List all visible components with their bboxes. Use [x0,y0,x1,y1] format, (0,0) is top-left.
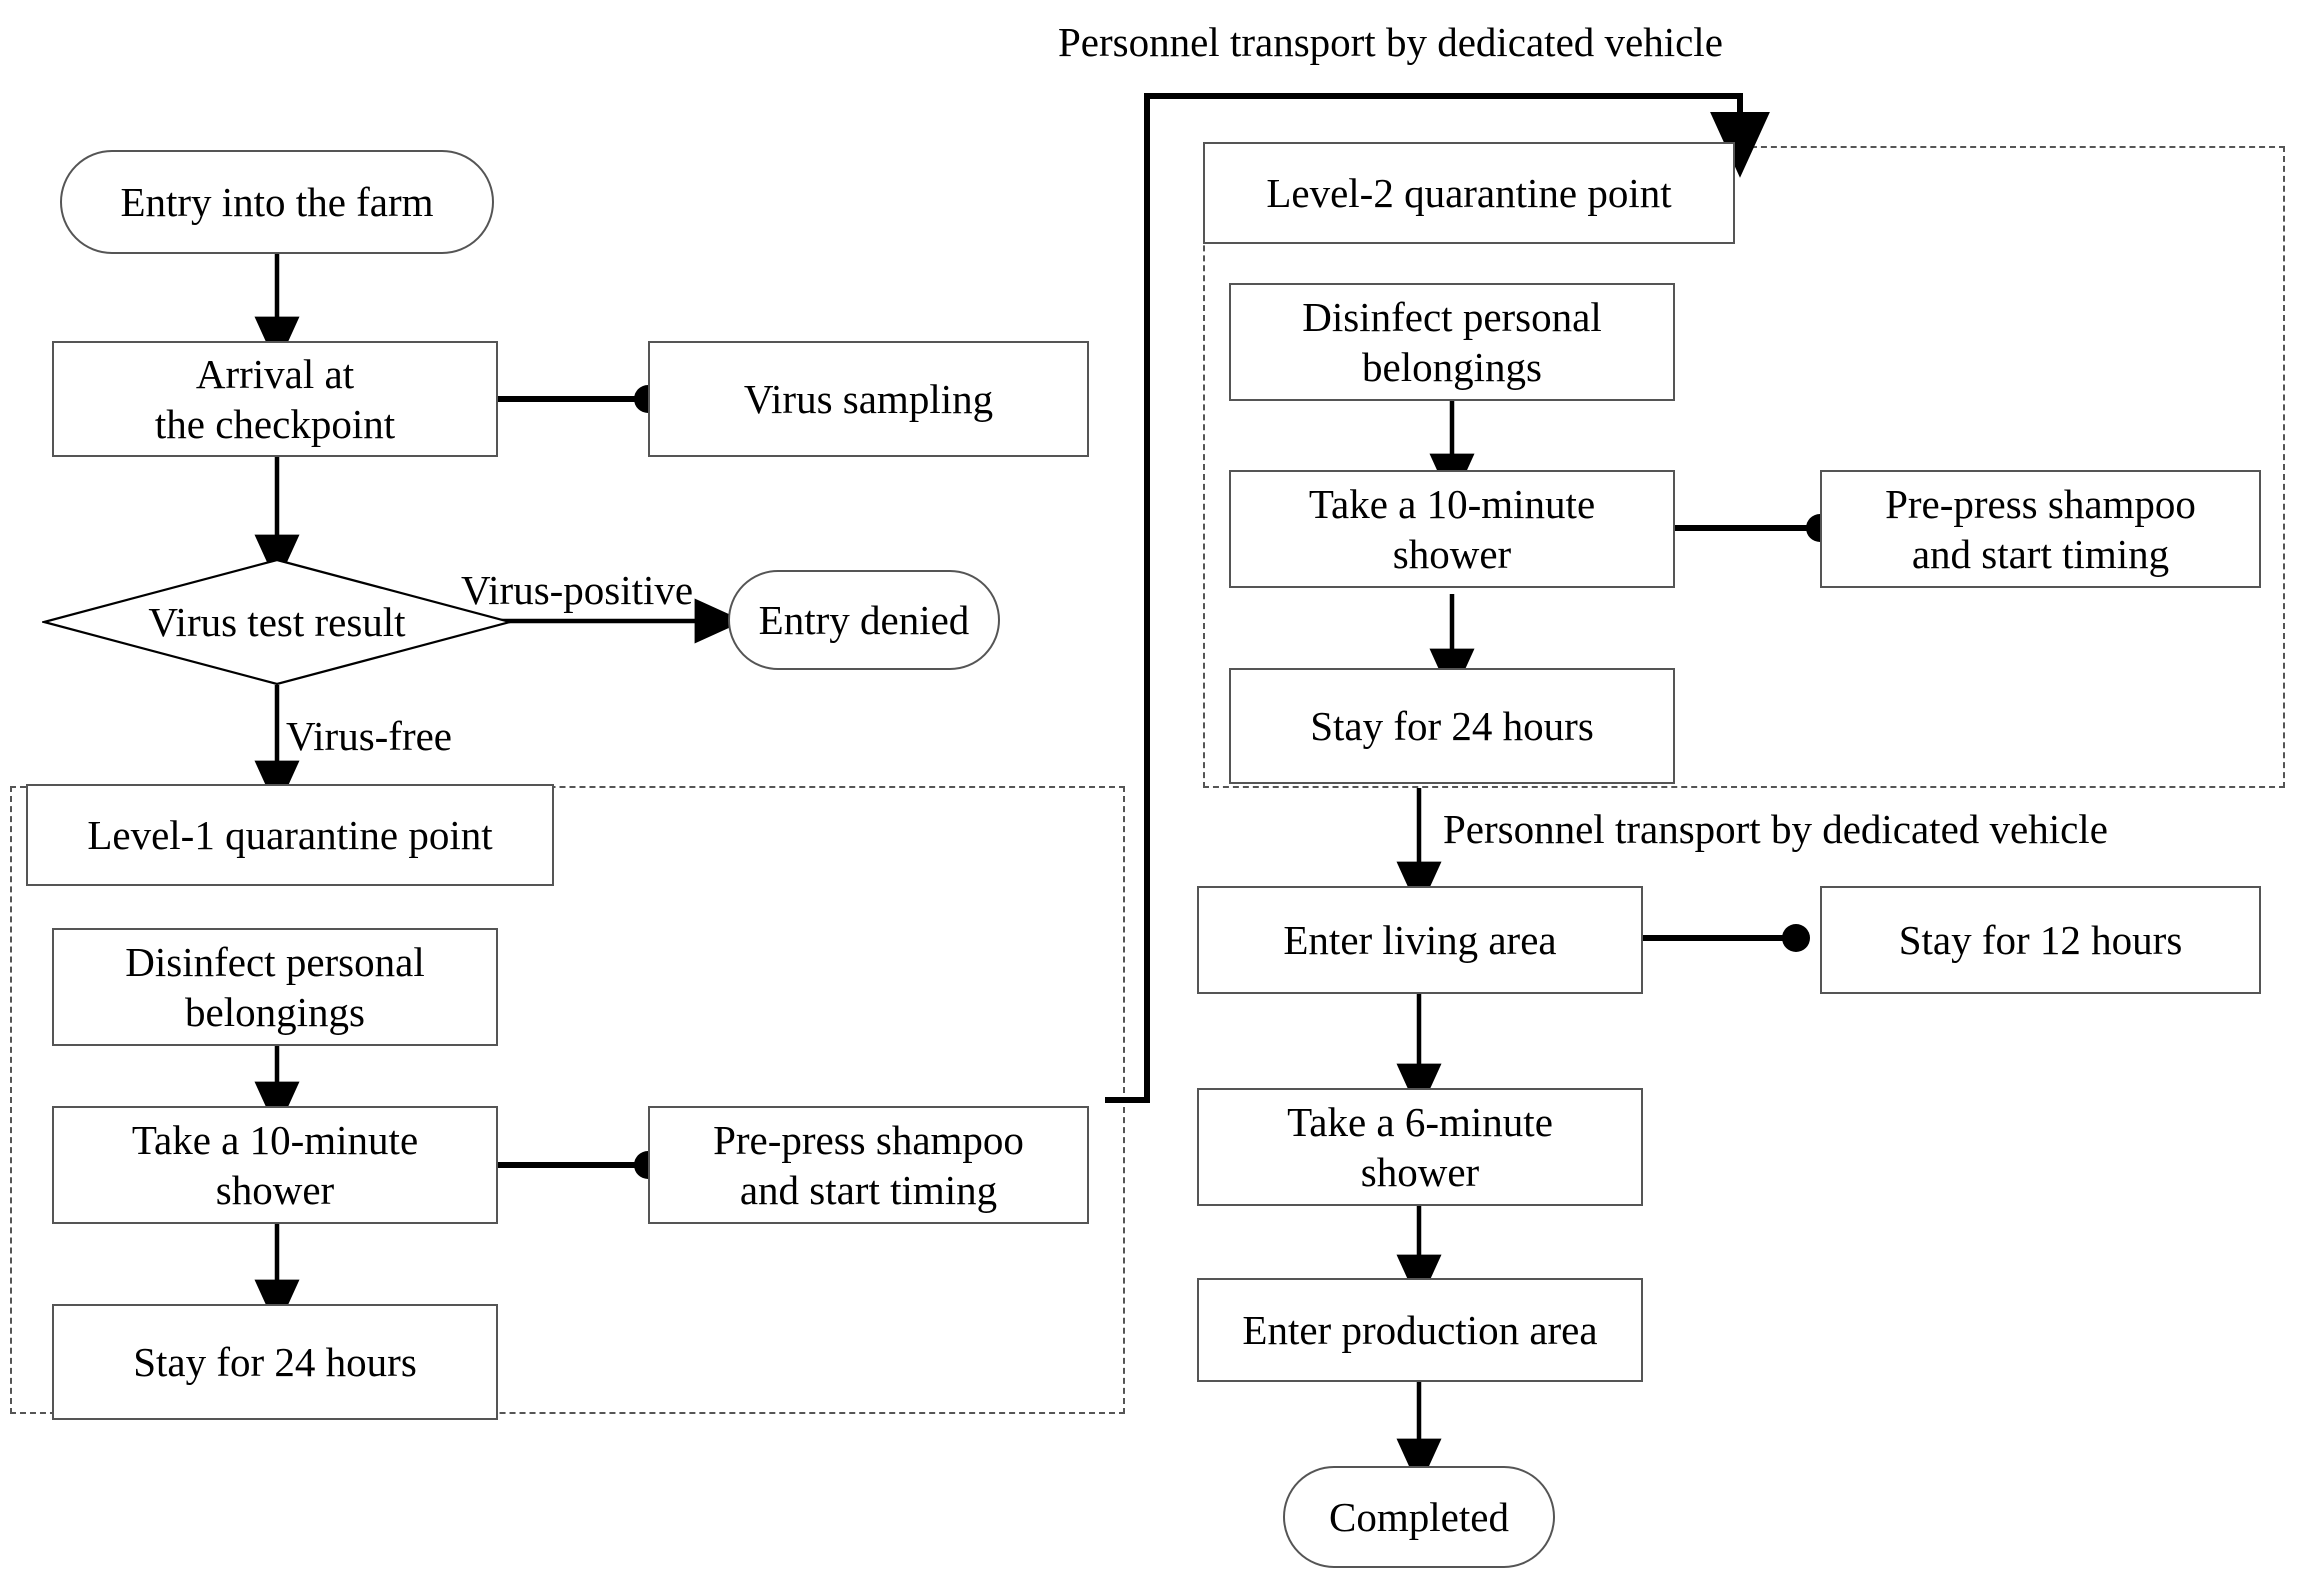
edge-label-virus-positive: Virus-positive [461,567,694,613]
level-1-quarantine-point-header[interactable]: Level-1 quarantine point [26,784,554,886]
node-l1-pre-press-shampoo[interactable]: Pre-press shampoo and start timing [648,1106,1089,1224]
ball-connector-stay12 [1782,924,1810,952]
level-2-quarantine-point-header[interactable]: Level-2 quarantine point [1203,142,1735,244]
node-arrival-at-the-checkpoint[interactable]: Arrival at the checkpoint [52,341,498,457]
node-enter-production-area[interactable]: Enter production area [1197,1278,1643,1382]
node-virus-test-result[interactable]: Virus test result [42,558,512,686]
node-l2-take-10-minute-shower[interactable]: Take a 10-minute shower [1229,470,1675,588]
node-l1-disinfect-personal-belongings[interactable]: Disinfect personal belongings [52,928,498,1046]
node-take-6-minute-shower[interactable]: Take a 6-minute shower [1197,1088,1643,1206]
node-l2-pre-press-shampoo[interactable]: Pre-press shampoo and start timing [1820,470,2261,588]
node-virus-test-result-label: Virus test result [148,599,406,645]
node-entry-into-the-farm[interactable]: Entry into the farm [60,150,494,254]
edge-label-transport-mid: Personnel transport by dedicated vehicle [1443,806,2108,852]
node-virus-sampling[interactable]: Virus sampling [648,341,1089,457]
node-l2-stay-for-24-hours[interactable]: Stay for 24 hours [1229,668,1675,784]
diamond-shape [42,558,512,686]
node-completed[interactable]: Completed [1283,1466,1555,1568]
edge-label-transport-top: Personnel transport by dedicated vehicle [1058,19,1723,65]
node-stay-for-12-hours[interactable]: Stay for 12 hours [1820,886,2261,994]
node-l2-disinfect-personal-belongings[interactable]: Disinfect personal belongings [1229,283,1675,401]
node-entry-denied[interactable]: Entry denied [728,570,1000,670]
node-enter-living-area[interactable]: Enter living area [1197,886,1643,994]
edge-label-virus-free: Virus-free [286,713,453,759]
node-l1-take-10-minute-shower[interactable]: Take a 10-minute shower [52,1106,498,1224]
node-l1-stay-for-24-hours[interactable]: Stay for 24 hours [52,1304,498,1420]
